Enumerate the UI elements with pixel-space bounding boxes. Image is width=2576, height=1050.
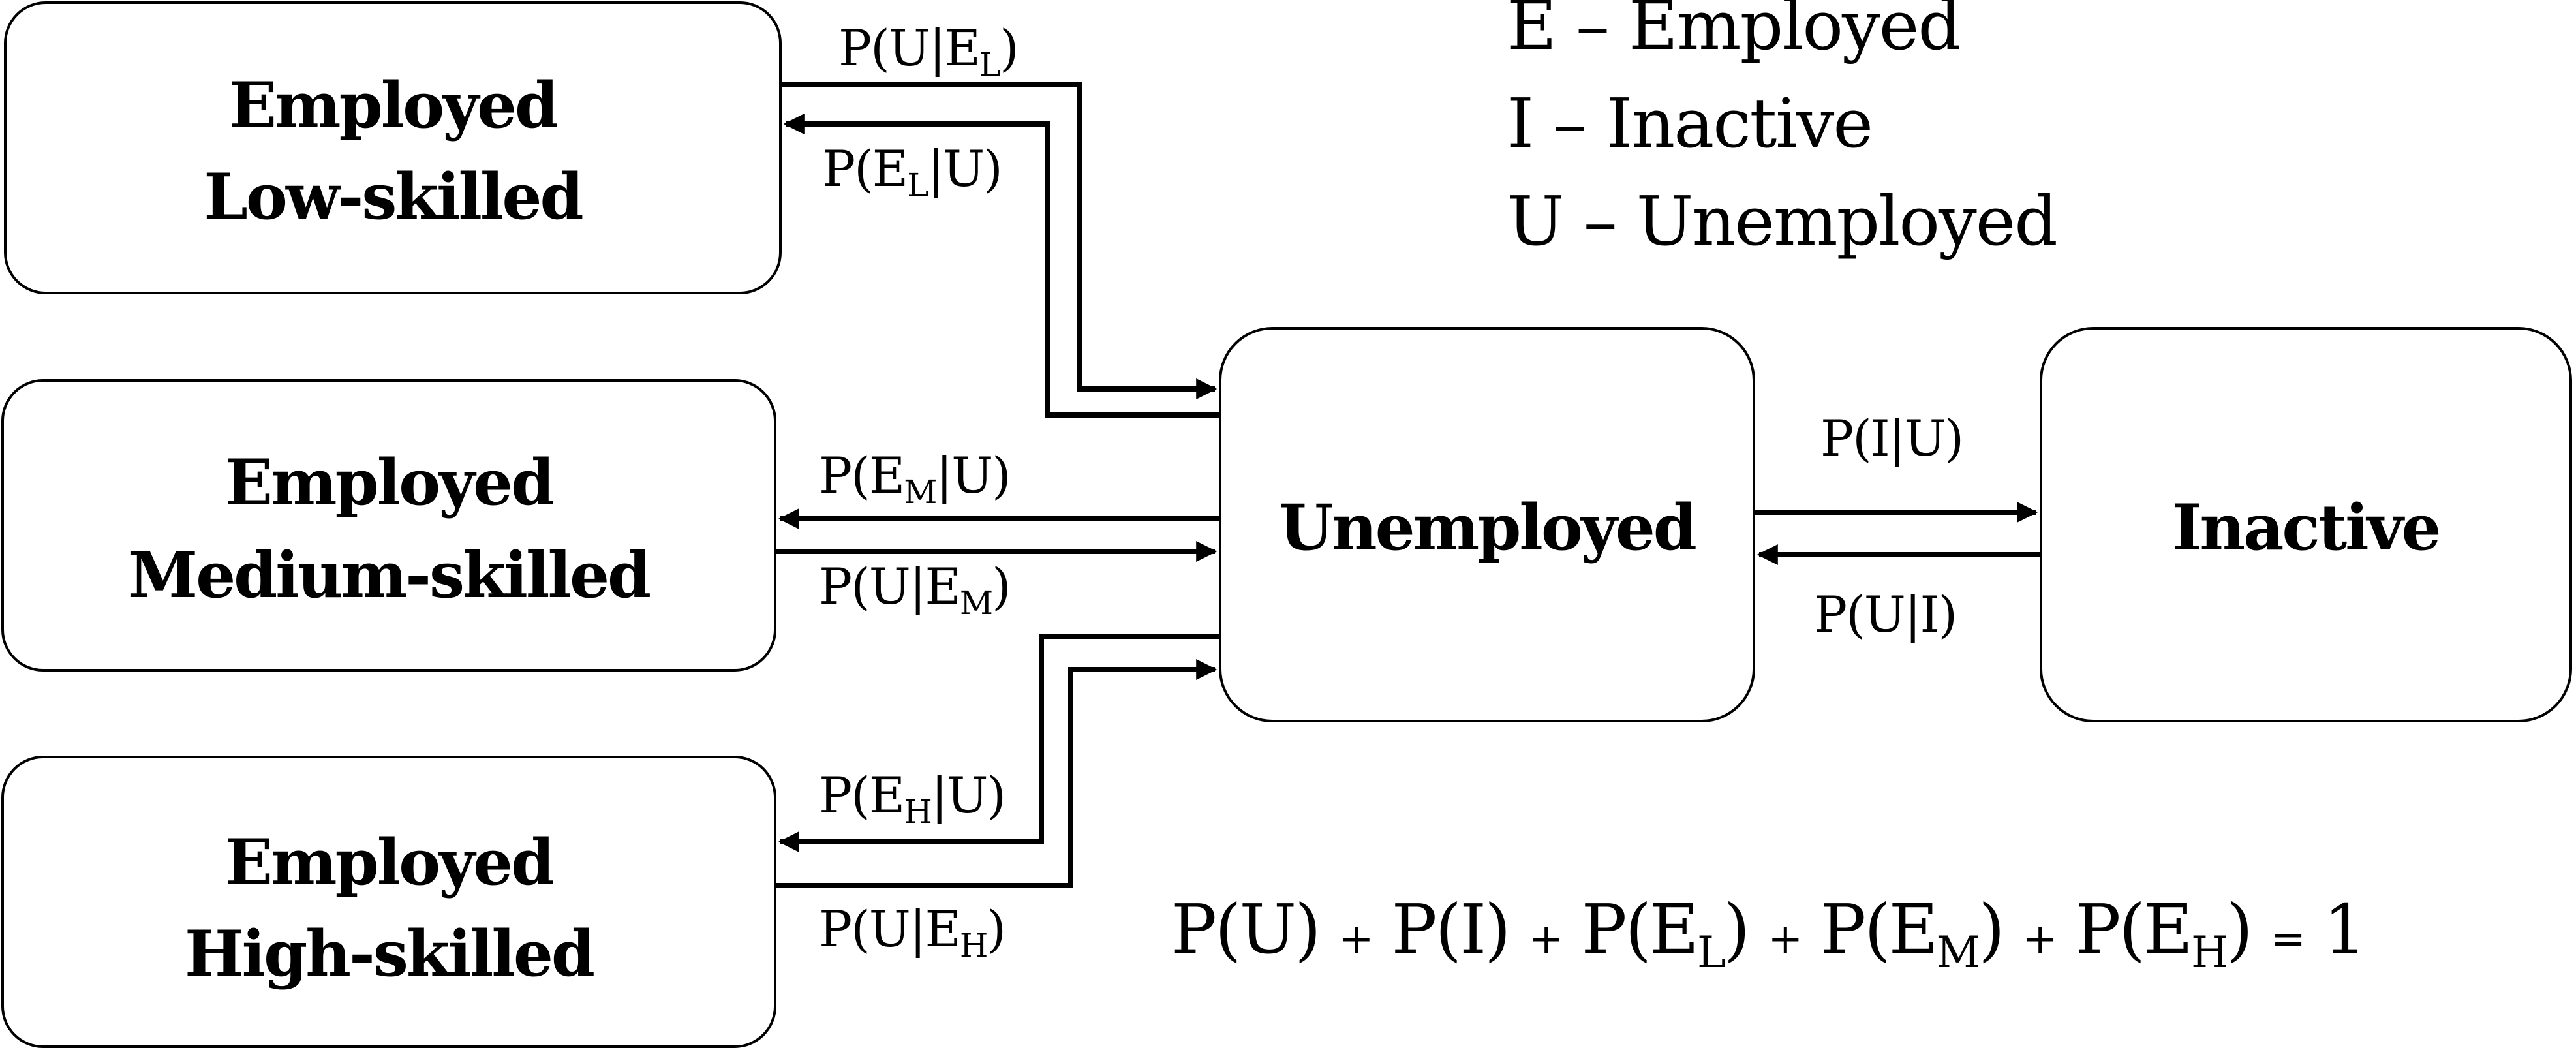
employed-low-box (4, 1, 782, 294)
employed-high-line1: Employed (225, 826, 553, 899)
legend-employed: E – Employed (1507, 0, 1960, 65)
employed-low-line2: Low-skilled (204, 160, 582, 234)
arrow-el-to-u (780, 82, 1218, 399)
state-unemployed: Unemployed (1219, 327, 1755, 722)
legend: E – Employed I – Inactive U – Unemployed (1507, 0, 2058, 261)
arrow-u-to-el (783, 114, 1220, 418)
employed-high-line2: High-skilled (185, 917, 594, 991)
label-eh-given-u: P(EH|U) (819, 766, 1005, 831)
arrow-eh-to-u (775, 659, 1218, 888)
unemployed-box (1219, 327, 1755, 722)
legend-inactive: I – Inactive (1507, 84, 1872, 163)
inactive-label: Inactive (2172, 491, 2439, 564)
unemployed-label: Unemployed (1279, 491, 1696, 564)
label-u-given-i: P(U|I) (1814, 585, 1956, 643)
employed-low-line1: Employed (229, 69, 557, 142)
legend-unemployed: U – Unemployed (1507, 181, 2057, 261)
state-employed-medium-skilled: Employed Medium-skilled (1, 379, 776, 672)
label-u-given-eh: P(U|EH) (819, 900, 1005, 965)
probability-sum-equation: P(U) + P(I) + P(EL) + P(EM) + P(EH) = 1 (1171, 889, 2365, 978)
state-employed-low-skilled: Employed Low-skilled (4, 1, 782, 294)
label-el-given-u: P(EL|U) (822, 140, 1002, 204)
employed-medium-line1: Employed (225, 446, 553, 519)
state-inactive: Inactive (2040, 327, 2572, 722)
label-u-given-em: P(U|EM) (819, 557, 1010, 622)
inactive-box (2040, 327, 2572, 722)
employed-medium-box (1, 379, 776, 672)
state-employed-high-skilled: Employed High-skilled (1, 756, 776, 1048)
employed-medium-line2: Medium-skilled (129, 538, 650, 612)
label-em-given-u: P(EM|U) (819, 446, 1010, 511)
label-i-given-u: P(I|U) (1820, 409, 1963, 467)
arrow-u-to-eh (778, 634, 1220, 852)
label-u-given-el: P(U|EL) (838, 19, 1018, 84)
employed-high-box (1, 756, 776, 1048)
